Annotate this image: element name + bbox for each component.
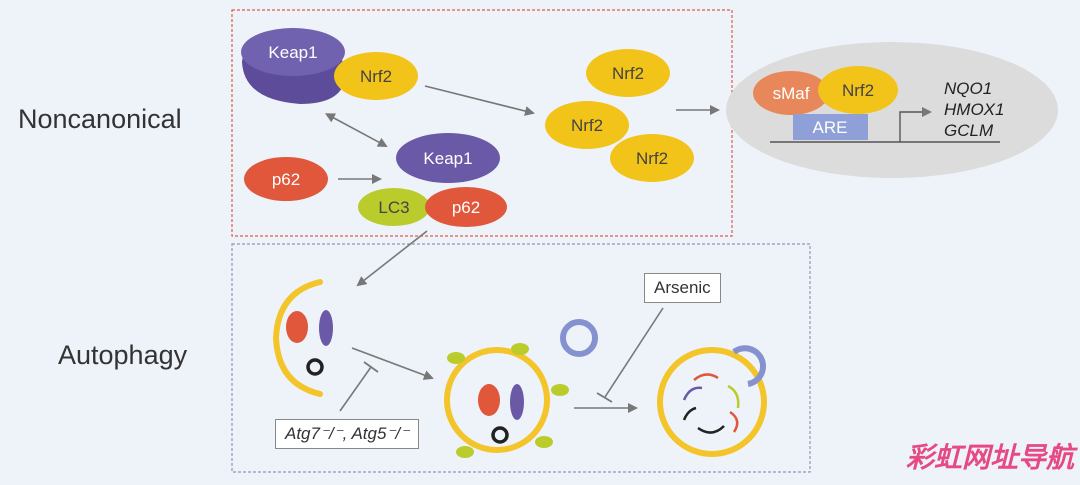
nrf2-free-3 xyxy=(610,134,694,182)
section-label-noncanonical: Noncanonical xyxy=(18,104,182,134)
arrow-to-autophagy xyxy=(356,230,428,287)
nrf2-free-2-label: Nrf2 xyxy=(571,116,603,135)
phagophore xyxy=(272,279,323,397)
fragment-red xyxy=(693,373,719,381)
gene-nqo1: NQO1 xyxy=(944,79,993,98)
fragment-black-1 xyxy=(682,406,697,421)
smaf-label: sMaf xyxy=(773,84,810,103)
arsenic-label: Arsenic xyxy=(644,273,721,303)
watermark: 彩虹网址导航 xyxy=(905,441,1074,474)
p62-free xyxy=(244,157,328,201)
keap1-complex-label: Keap1 xyxy=(423,149,472,168)
lc3-dot-4 xyxy=(535,436,553,448)
autophagosome xyxy=(444,347,550,453)
section-label-autophagy: Autophagy xyxy=(58,340,188,370)
phagophore-cargo-p62 xyxy=(286,311,308,343)
transcription-arrow xyxy=(899,107,932,142)
nrf2-free-2 xyxy=(545,101,629,149)
autolysosome-lysosome-arc xyxy=(732,345,766,387)
fragment-green xyxy=(727,384,740,409)
fragment-red-2 xyxy=(729,410,739,433)
are-label: ARE xyxy=(813,118,848,137)
fragment-purple xyxy=(682,386,703,401)
inhibition-arsenic xyxy=(604,307,664,398)
lc3-dot-5 xyxy=(456,446,474,458)
arrow-autophagosome-formation xyxy=(351,347,434,380)
nrf2-free-1-label: Nrf2 xyxy=(612,64,644,83)
lc3-label: LC3 xyxy=(378,198,409,217)
autophagosome-cargo-keap1 xyxy=(510,384,524,420)
keap1-top-label: Keap1 xyxy=(268,43,317,62)
nrf2-free-1 xyxy=(586,49,670,97)
arrow-nrf2-release xyxy=(424,85,535,116)
nrf2-nuclear-label: Nrf2 xyxy=(842,81,874,100)
atg-knockout-label: Atg7⁻/⁻, Atg5⁻/⁻ xyxy=(275,419,420,449)
inhibition-atg-bar xyxy=(363,361,379,373)
smaf xyxy=(753,71,829,115)
arrow-keap1-exchange xyxy=(324,113,388,147)
lysosome xyxy=(560,319,598,357)
autophagosome-cargo-p62 xyxy=(478,384,500,416)
p62-free-label: p62 xyxy=(272,170,300,189)
lc3-dot-2 xyxy=(511,343,529,355)
autolysosome xyxy=(657,347,767,457)
p62-complex xyxy=(425,187,507,227)
nrf2-bound-label: Nrf2 xyxy=(360,67,392,86)
phagophore-cargo-ring xyxy=(306,358,324,376)
are-box xyxy=(793,114,868,140)
keap1-complex xyxy=(396,133,500,183)
lc3 xyxy=(358,188,430,226)
inhibition-atg xyxy=(339,366,372,412)
fragment-black-2 xyxy=(697,425,725,434)
inhibition-arsenic-bar xyxy=(596,392,613,403)
p62-complex-label: p62 xyxy=(452,198,480,217)
lc3-dot-1 xyxy=(447,352,465,364)
nrf2-nuclear xyxy=(818,66,898,114)
lc3-dot-3 xyxy=(551,384,569,396)
autophagy-box xyxy=(231,243,811,473)
target-genes: NQO1 HMOX1 GCLM xyxy=(944,78,1004,141)
nrf2-bound xyxy=(334,52,418,100)
autophagosome-cargo-ring xyxy=(491,426,509,444)
gene-hmox1: HMOX1 xyxy=(944,100,1005,119)
phagophore-cargo-keap1 xyxy=(319,310,333,346)
gene-gclm: GCLM xyxy=(944,121,994,140)
nrf2-free-3-label: Nrf2 xyxy=(636,149,668,168)
keap1-top-cap xyxy=(241,28,345,76)
